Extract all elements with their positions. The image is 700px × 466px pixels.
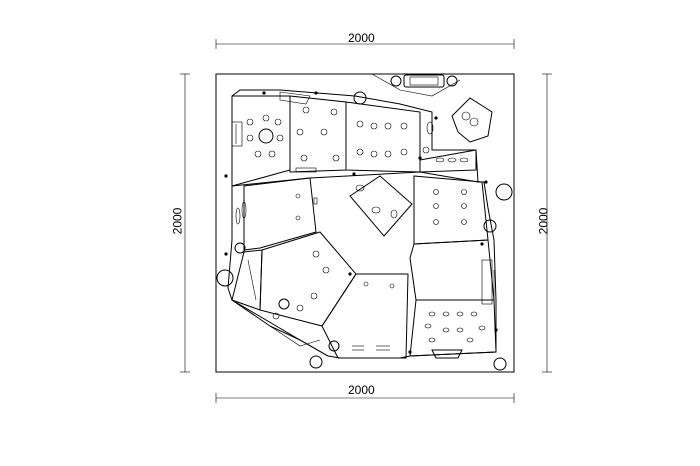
corner-pillows (216, 183, 513, 371)
dimension-label-right: 2000 (536, 207, 551, 235)
control-panel (371, 73, 461, 97)
inner-shell (227, 89, 497, 359)
seat-lower-middle (321, 273, 409, 359)
dimension-right (542, 73, 552, 373)
dimension-bottom (215, 393, 515, 403)
dimension-label-left: 2000 (170, 207, 185, 235)
lounger-right-middle (413, 175, 489, 245)
dimension-label-bottom: 2000 (348, 383, 375, 397)
corner-seat-top-right (451, 97, 493, 143)
seat-lower-right (409, 239, 497, 359)
divider-mid (231, 171, 479, 187)
pentagon-seat-lower-left (259, 231, 357, 327)
dimension-top (215, 39, 515, 49)
seat-left-middle (235, 177, 318, 251)
center-seat-square (349, 175, 413, 237)
seat-top-middle (289, 95, 347, 173)
light-dots (224, 91, 498, 354)
lounger-lower-left (231, 242, 329, 357)
tub-outline (215, 73, 515, 373)
dimension-label-top: 2000 (348, 31, 375, 45)
dimension-left (180, 73, 190, 373)
step-upper-right (419, 149, 477, 173)
